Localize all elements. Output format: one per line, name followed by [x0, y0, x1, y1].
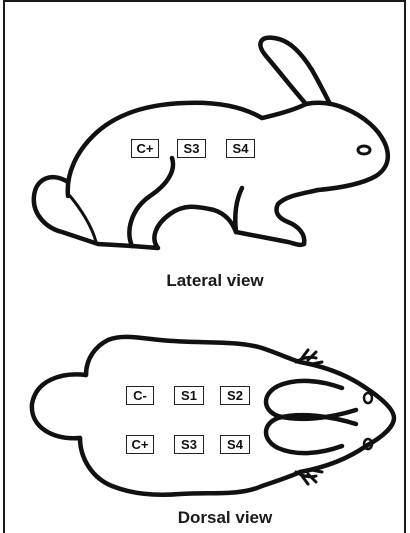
right-eye-icon [362, 437, 374, 451]
dorsal-site-s4: S4 [220, 435, 250, 454]
frame-left-border [3, 0, 5, 533]
eye-icon [356, 144, 372, 156]
dorsal-rabbit-outline [29, 334, 397, 497]
dorsal-site-s1: S1 [174, 386, 204, 405]
lateral-site-s4: S4 [226, 139, 255, 158]
dorsal-site-s2: S2 [220, 386, 250, 405]
frame-top-border [3, 0, 406, 2]
frame-right-border [404, 0, 406, 533]
lateral-site-control-positive: C+ [131, 139, 159, 158]
dorsal-site-control-negative: C- [126, 386, 154, 405]
lateral-rabbit-outline [31, 35, 391, 251]
lateral-site-s3: S3 [177, 139, 206, 158]
dorsal-view-caption: Dorsal view [177, 508, 273, 527]
dorsal-site-s3: S3 [174, 435, 204, 454]
lateral-view-caption: Lateral view [166, 271, 264, 290]
dorsal-site-control-positive: C+ [126, 435, 154, 454]
left-eye-icon [362, 391, 374, 405]
